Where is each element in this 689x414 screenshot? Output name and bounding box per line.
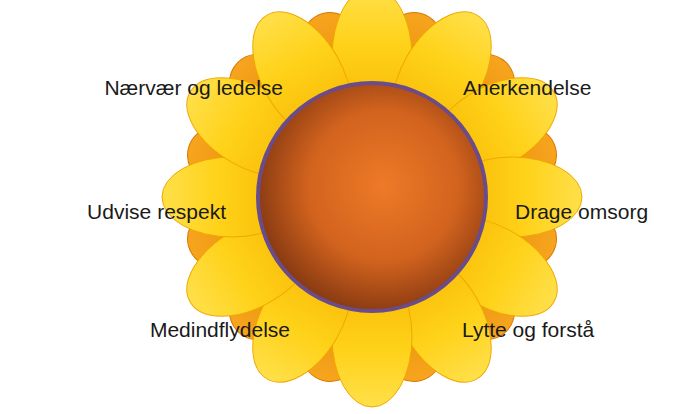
value-label: Drage omsorg xyxy=(515,199,648,224)
flower-center xyxy=(258,83,486,311)
value-label: Anerkendelse xyxy=(463,75,591,100)
value-label: Nærvær og ledelse xyxy=(104,75,283,100)
value-label: Udvise respekt xyxy=(87,199,226,224)
value-label: Lytte og forstå xyxy=(462,317,594,342)
value-label: Medindflydelse xyxy=(150,317,290,342)
